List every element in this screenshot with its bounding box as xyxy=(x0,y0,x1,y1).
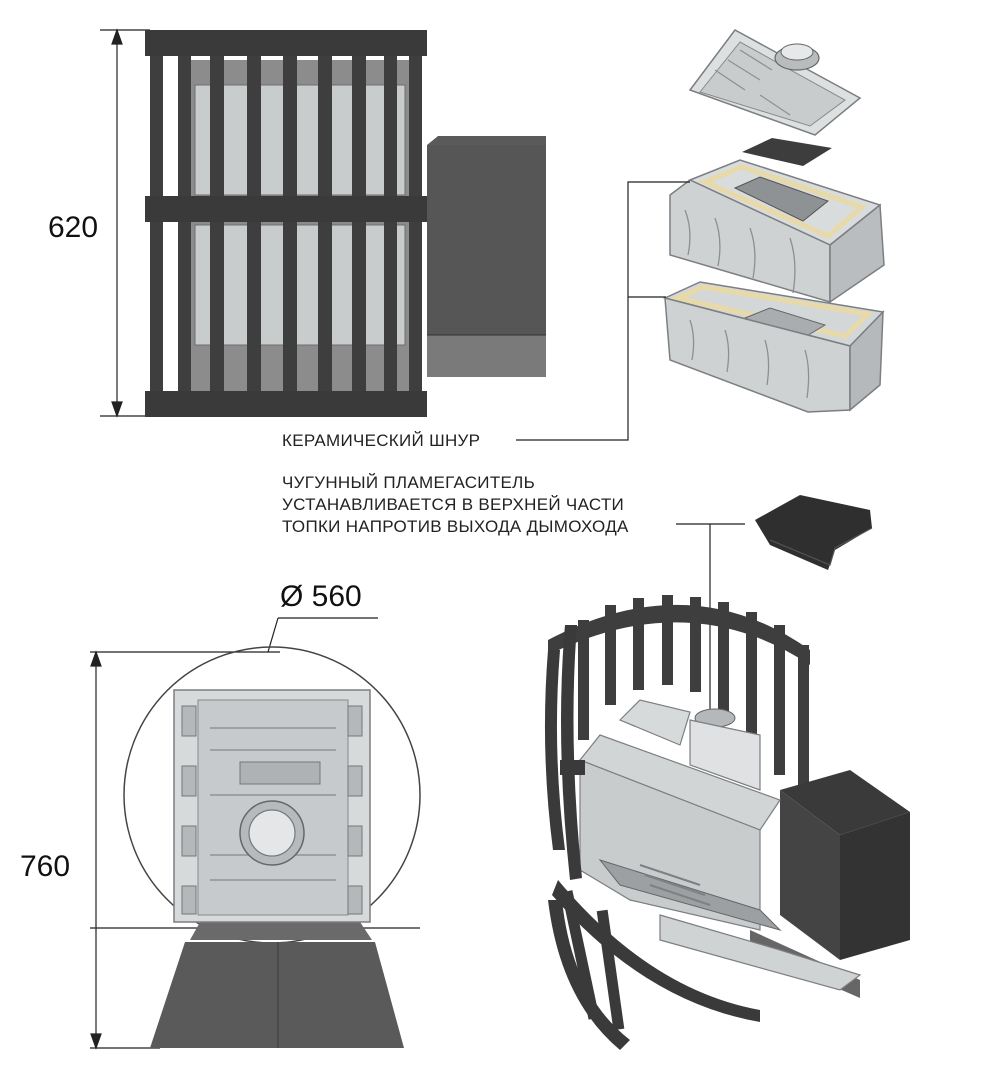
height-760-label: 760 xyxy=(20,850,70,883)
height-dimension-620 xyxy=(100,28,150,418)
side-view-bars xyxy=(150,55,422,395)
flame-arrester-line-2: УСТАНАВЛИВАЕТСЯ В ВЕРХНЕЙ ЧАСТИ xyxy=(282,495,624,514)
flame-plate-small xyxy=(742,138,832,166)
cutaway-casting xyxy=(579,699,862,991)
exploded-casting-view xyxy=(516,29,885,441)
ceramic-cord-leader xyxy=(516,181,690,441)
flame-arrester-part xyxy=(755,495,873,570)
flame-arrester-line-1: ЧУГУННЫЙ ПЛАМЕГАСИТЕЛЬ xyxy=(282,473,535,492)
firebox-inner-casting xyxy=(194,84,406,346)
cylinder-back-bars xyxy=(548,595,810,795)
diameter-560-label: Ø 560 xyxy=(280,580,362,613)
side-view: 620 xyxy=(48,28,546,418)
flame-arrester-line-3: ТОПКИ НАПРОТИВ ВЫХОДА ДЫМОХОДА xyxy=(282,517,629,536)
casting-lid xyxy=(688,29,862,136)
front-view: Ø 560 760 xyxy=(20,580,421,1050)
height-620-label: 620 xyxy=(48,211,98,244)
front-casting xyxy=(173,689,371,923)
cutaway-view xyxy=(544,595,910,1050)
casting-lower-box xyxy=(662,281,885,413)
cylinder-front-bars xyxy=(544,625,760,1050)
side-view-bands xyxy=(145,30,427,417)
tunnel xyxy=(427,136,546,377)
flame-arrester-callout: ЧУГУННЫЙ ПЛАМЕГАСИТЕЛЬ УСТАНАВЛИВАЕТСЯ В… xyxy=(282,473,745,760)
casting-upper-box xyxy=(669,159,885,304)
front-tunnel xyxy=(150,922,404,1048)
logo-plate xyxy=(239,761,321,785)
ceramic-cord-label: КЕРАМИЧЕСКИЙ ШНУР xyxy=(282,431,480,450)
